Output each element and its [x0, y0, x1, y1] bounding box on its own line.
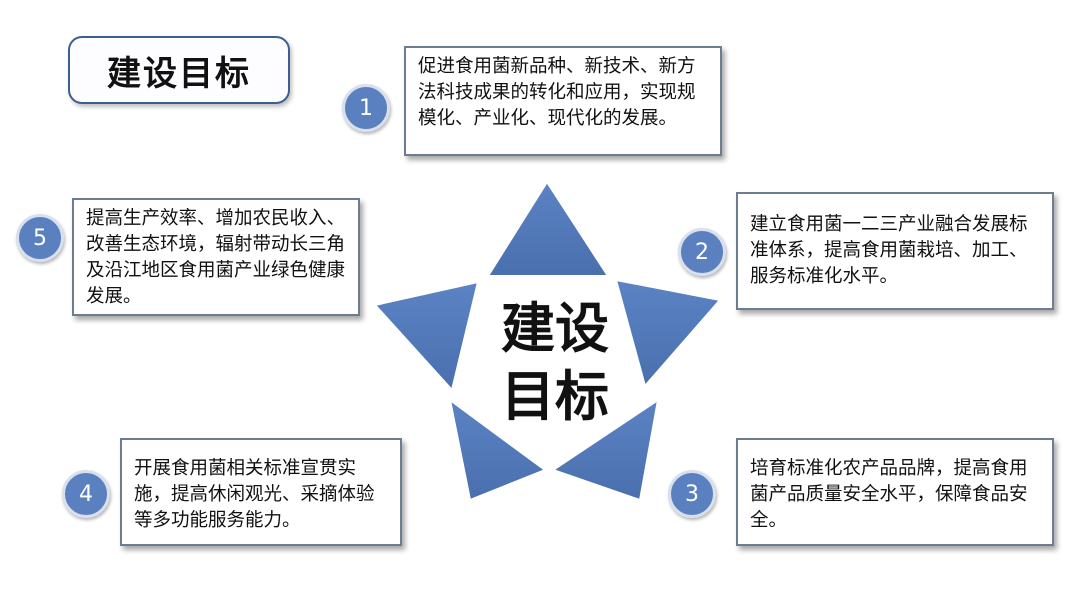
star-point-left	[373, 280, 480, 393]
star-point-bottom-left	[448, 397, 548, 502]
goal-box-1: 促进食用菌新品种、新技术、新方法科技成果的转化和应用，实现规模化、产业化、现代化…	[404, 46, 722, 156]
goal-text-5: 提高生产效率、增加农民收入、改善生态环境，辐射带动长三角及沿江地区食用菌产业绿色…	[86, 208, 346, 307]
star-point-bottom-right	[550, 397, 660, 502]
star-point-top	[486, 180, 610, 277]
goal-box-2: 建立食用菌一二三产业融合发展标准体系，提高食用菌栽培、加工、服务标准化水平。	[736, 192, 1054, 310]
goal-text-3: 培育标准化农产品品牌，提高食用菌产品质量安全水平，保障食品安全。	[750, 458, 1028, 531]
center-title-line-2: 目标	[501, 365, 609, 428]
goal-box-4: 开展食用菌相关标准宣贯实施，提高休闲观光、采摘体验等多功能服务能力。	[120, 438, 402, 546]
goal-number-3: 3	[668, 470, 716, 518]
goal-number-4: 4	[62, 470, 110, 518]
star-point-right	[614, 278, 722, 389]
goal-number-2: 2	[678, 228, 726, 276]
goal-box-5: 提高生产效率、增加农民收入、改善生态环境，辐射带动长三角及沿江地区食用菌产业绿色…	[72, 198, 360, 316]
goal-number-5: 5	[16, 214, 64, 262]
center-title: 建设 目标	[475, 295, 635, 431]
page-title: 建设目标	[68, 36, 290, 104]
goal-text-1: 促进食用菌新品种、新技术、新方法科技成果的转化和应用，实现规模化、产业化、现代化…	[418, 56, 696, 129]
goal-text-4: 开展食用菌相关标准宣贯实施，提高休闲观光、采摘体验等多功能服务能力。	[134, 458, 375, 531]
goal-text-2: 建立食用菌一二三产业融合发展标准体系，提高食用菌栽培、加工、服务标准化水平。	[750, 214, 1028, 287]
center-title-line-1: 建设	[501, 297, 609, 360]
goal-number-1: 1	[342, 84, 390, 132]
goal-box-3: 培育标准化农产品品牌，提高食用菌产品质量安全水平，保障食品安全。	[736, 438, 1054, 546]
